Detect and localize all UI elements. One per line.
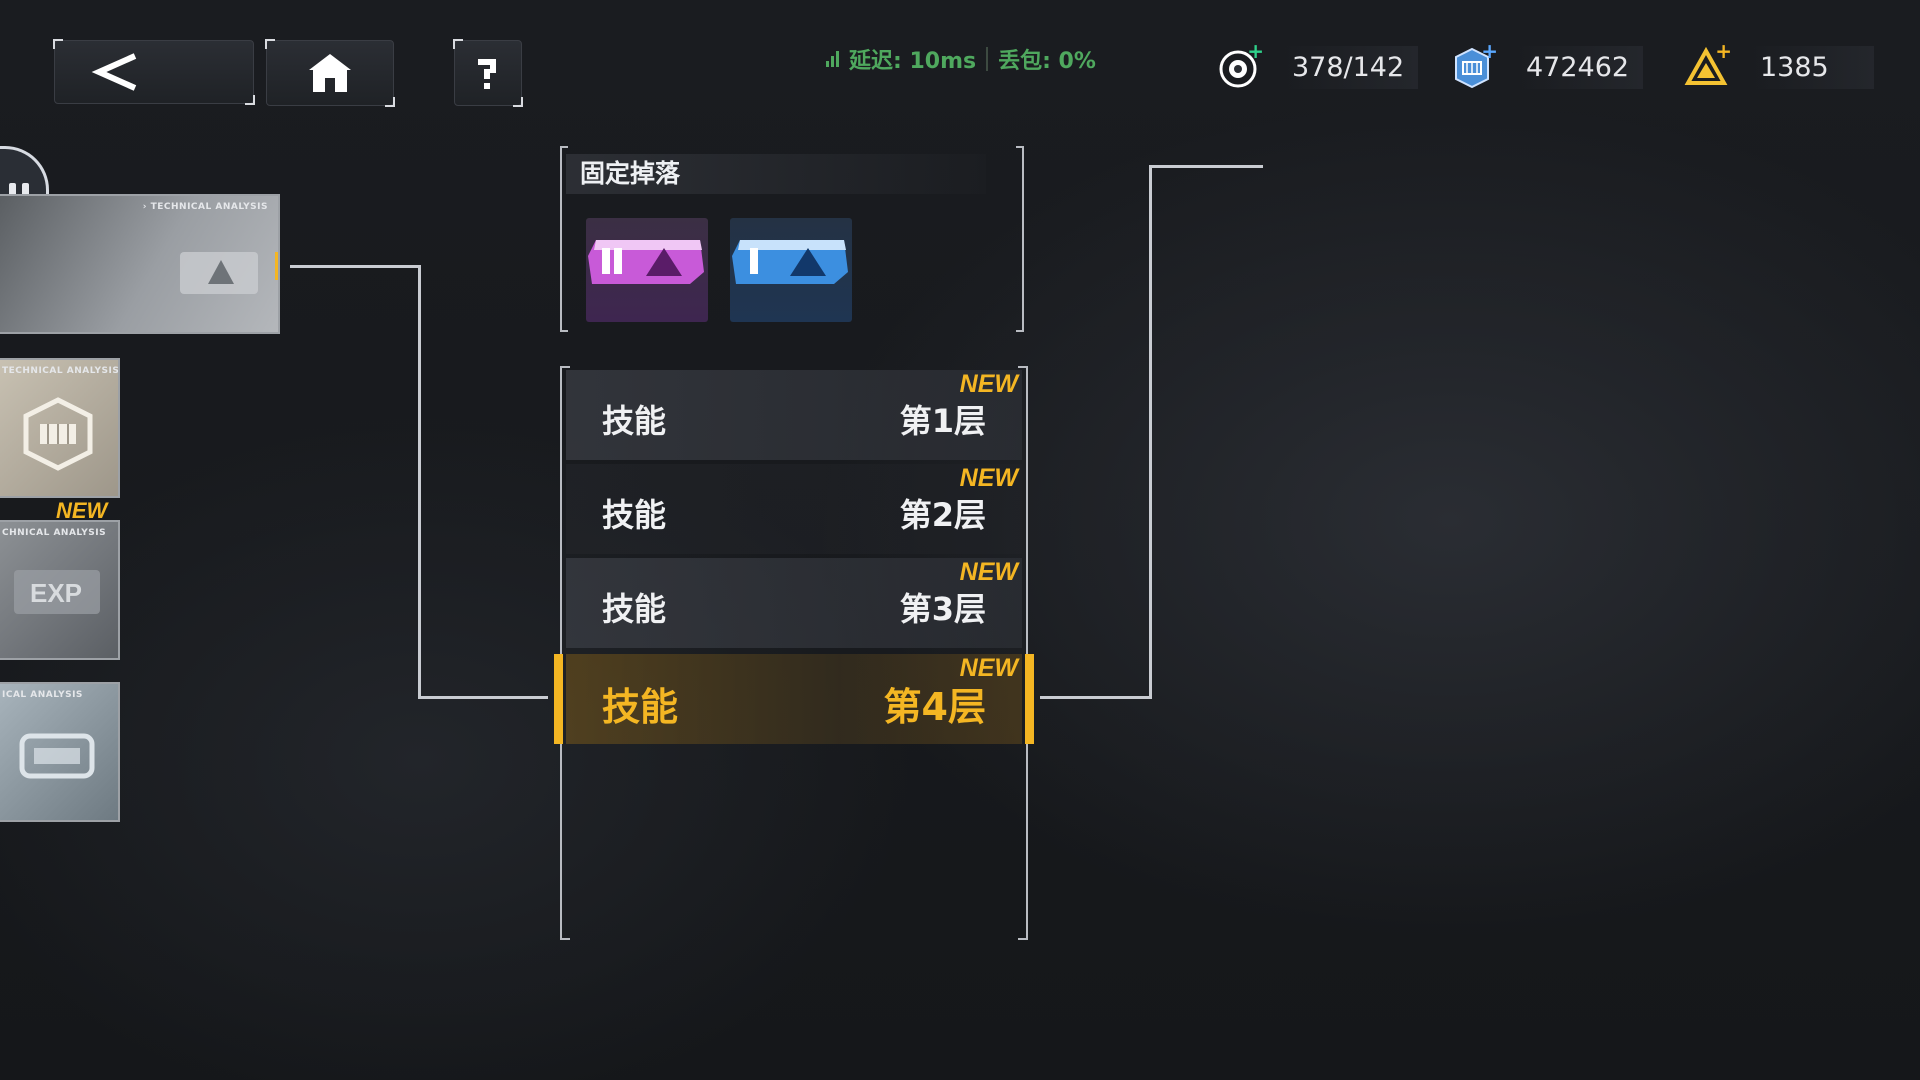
- frame-corner: [1016, 330, 1024, 332]
- triangle-gem-icon: +: [1684, 39, 1732, 89]
- card-tag: › TECHNICAL ANALYSIS: [142, 202, 268, 212]
- connector-line: [418, 265, 421, 699]
- card-tag: ICAL ANALYSIS: [2, 690, 83, 700]
- tier-list-panel: 技能 第1层 NEW 技能 第2层 NEW 技能 第3层 NEW 技能 第4层 …: [554, 366, 1034, 940]
- new-badge: NEW: [959, 464, 1018, 492]
- analysis-card-4[interactable]: ICAL ANALYSIS: [0, 682, 120, 822]
- back-button[interactable]: [53, 39, 255, 105]
- fixed-drops-panel: 固定掉落: [560, 146, 1024, 332]
- frame-corner: [1016, 146, 1024, 148]
- tier-row-1[interactable]: 技能 第1层 NEW: [566, 370, 1022, 460]
- exp-icon: EXP: [14, 570, 100, 614]
- active-tier-indicator: [554, 654, 563, 744]
- tier-name: 技能: [602, 496, 667, 534]
- plus-icon: +: [1247, 39, 1264, 63]
- connector-line: [1149, 165, 1263, 168]
- tier-level: 第4层: [883, 685, 986, 729]
- card-tag: CHNICAL ANALYSIS: [2, 528, 107, 538]
- connector-line: [418, 696, 548, 699]
- connector-line: [1040, 696, 1152, 699]
- stamina-value: 378/142: [1278, 45, 1419, 89]
- frame-corner: [560, 330, 568, 332]
- home-button[interactable]: [265, 39, 395, 107]
- frame-corner: [562, 938, 570, 940]
- tier-level: 第1层: [899, 402, 986, 440]
- module-icon: [19, 733, 95, 779]
- analysis-card-1[interactable]: › TECHNICAL ANALYSIS: [0, 194, 280, 334]
- tier-level: 第2层: [899, 496, 986, 534]
- latency-label: 延迟: 10ms: [849, 49, 977, 74]
- help-button[interactable]: [453, 39, 523, 107]
- tier-name: 技能: [602, 402, 667, 440]
- pause-icon: [9, 183, 16, 203]
- plus-icon: +: [1715, 39, 1732, 63]
- back-arrow-icon: [91, 53, 137, 91]
- new-badge: NEW: [959, 558, 1018, 586]
- new-badge: NEW: [959, 654, 1018, 682]
- fixed-drops-title: 固定掉落: [566, 154, 986, 194]
- purple-skill-ticket[interactable]: [586, 218, 708, 322]
- credit-hex-icon: [23, 397, 93, 471]
- credit-resource[interactable]: + 472462: [1450, 38, 1644, 96]
- gem-resource[interactable]: + 1385: [1684, 38, 1874, 96]
- divider: [986, 47, 989, 71]
- new-badge: NEW: [959, 370, 1018, 398]
- connector-line: [290, 265, 420, 268]
- credit-icon: +: [1450, 39, 1498, 89]
- analysis-card-3[interactable]: CHNICAL ANALYSIS EXP: [0, 520, 120, 660]
- stamina-icon: +: [1216, 39, 1264, 89]
- packet-loss-label: 丢包: 0%: [998, 49, 1096, 74]
- active-tier-indicator: [1025, 654, 1034, 744]
- skill-ticket-icon: [732, 240, 848, 284]
- tier-name: 技能: [602, 685, 679, 729]
- svg-text:EXP: EXP: [30, 578, 82, 608]
- ticket-icon: [180, 252, 258, 294]
- tier-name: 技能: [602, 590, 667, 628]
- gem-value: 1385: [1746, 45, 1874, 89]
- analysis-card-2[interactable]: TECHNICAL ANALYSIS: [0, 358, 120, 498]
- question-mark-icon: [478, 59, 496, 89]
- skill-ticket-icon: [588, 240, 704, 284]
- stamina-resource[interactable]: + 378/142: [1216, 38, 1419, 96]
- frame-corner: [560, 146, 568, 148]
- frame-corner: [1018, 366, 1026, 368]
- signal-bars-icon: [826, 51, 839, 67]
- tier-level: 第3层: [899, 590, 986, 628]
- frame-corner: [562, 366, 570, 368]
- frame-corner: [1018, 938, 1026, 940]
- tier-row-4[interactable]: 技能 第4层 NEW: [566, 654, 1022, 744]
- blue-skill-ticket[interactable]: [730, 218, 852, 322]
- selected-indicator: [275, 252, 278, 280]
- pause-icon-bar: [22, 183, 29, 203]
- credit-value: 472462: [1512, 45, 1644, 89]
- home-icon: [309, 54, 351, 92]
- network-status: 延迟: 10ms 丢包: 0%: [826, 44, 1096, 74]
- tier-row-3[interactable]: 技能 第3层 NEW: [566, 558, 1022, 648]
- connector-line: [1149, 165, 1152, 699]
- tier-row-2[interactable]: 技能 第2层 NEW: [566, 464, 1022, 554]
- plus-icon: +: [1481, 39, 1498, 63]
- new-badge: NEW: [56, 498, 108, 523]
- card-tag: TECHNICAL ANALYSIS: [2, 366, 120, 376]
